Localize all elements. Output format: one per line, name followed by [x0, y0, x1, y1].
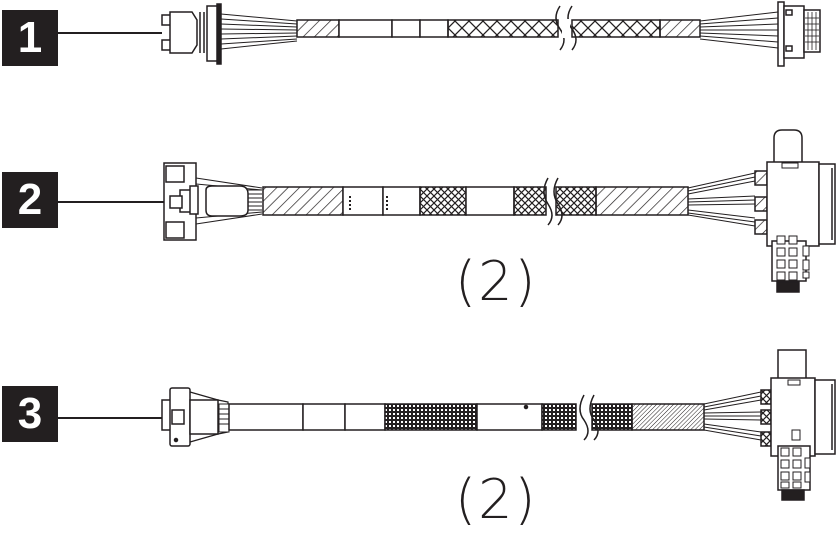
leader-line-3 — [58, 417, 164, 419]
leader-line-2 — [58, 201, 166, 203]
cable-1-left-connector — [161, 3, 222, 65]
callout-badge-2: 2 — [2, 172, 58, 228]
quantity-label-3: (2) — [455, 468, 538, 531]
cable-3 — [161, 349, 836, 501]
cable-2 — [163, 129, 836, 293]
cable-1-left-wires — [220, 13, 298, 50]
callout-badge-3: 3 — [2, 386, 58, 442]
cable-3-right-connector — [770, 349, 836, 501]
cable-2-right-connector — [766, 129, 836, 293]
cable-1-right-connector — [777, 1, 821, 67]
cable-3-left-connector — [161, 387, 191, 447]
leader-line-1 — [58, 32, 162, 34]
cable-1 — [161, 1, 821, 67]
cable-2-left-connector — [163, 162, 199, 241]
callout-badge-1: 1 — [2, 10, 58, 66]
quantity-label-2: (2) — [455, 250, 538, 313]
